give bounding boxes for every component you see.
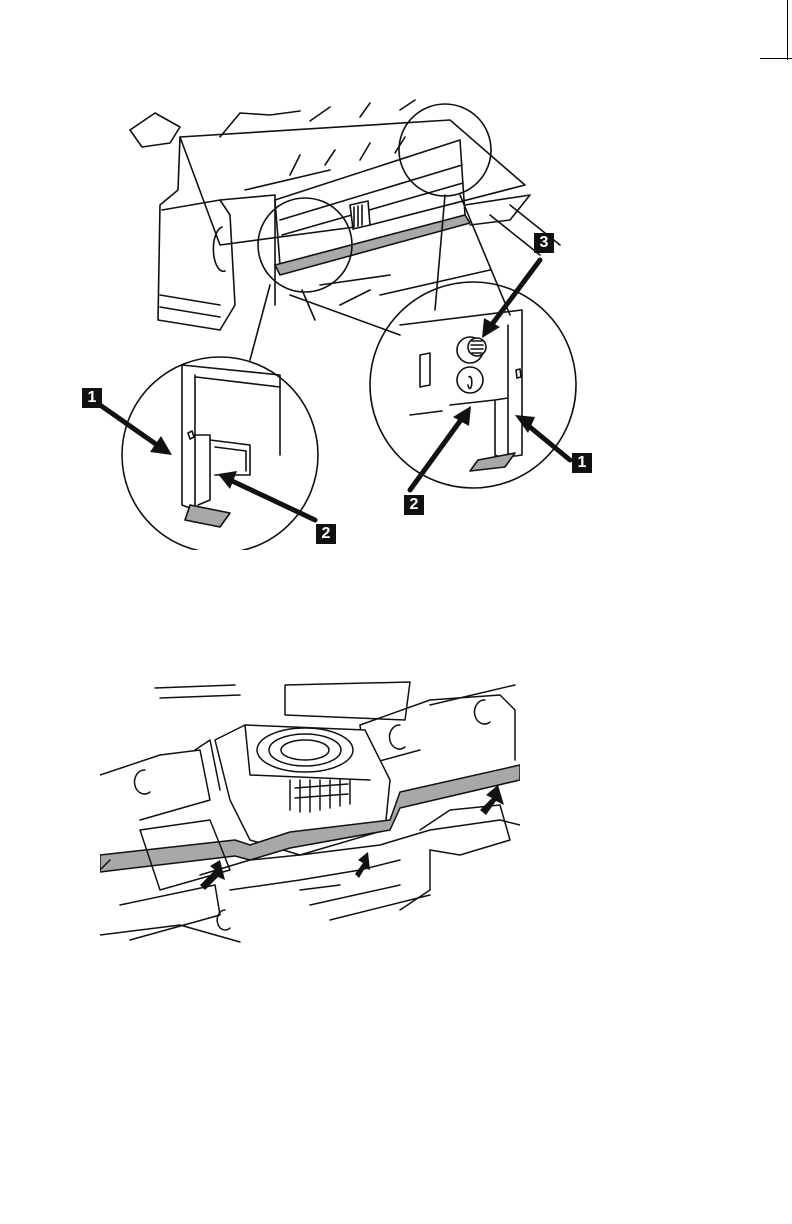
printer-side-levers-illustration: 1 2 3 2 1 [70, 95, 610, 550]
callout-arrow-left-2 [230, 480, 315, 520]
callout-arrow-right-2 [410, 417, 463, 490]
printer-lid-handle [130, 113, 180, 147]
callout-badge-left-2: 2 [316, 524, 336, 544]
ribbon-arrow-center [355, 852, 370, 878]
callout-arrow-right-1 [525, 423, 570, 460]
printer-line-drawing [70, 95, 610, 550]
ribbon-arrow-right [480, 785, 504, 815]
crop-mark-vertical [787, 0, 788, 60]
callout-badge-right-2: 2 [404, 495, 424, 515]
callout-badge-right-1: 1 [572, 453, 592, 473]
callout-badge-left-1: 1 [82, 388, 102, 408]
callout-badge-right-3: 3 [534, 233, 554, 253]
callout-arrow-left-1 [100, 405, 160, 447]
print-head-ribbon-illustration [100, 680, 520, 950]
callout-arrow-right-3 [490, 260, 540, 327]
print-head-line-drawing [100, 680, 520, 950]
